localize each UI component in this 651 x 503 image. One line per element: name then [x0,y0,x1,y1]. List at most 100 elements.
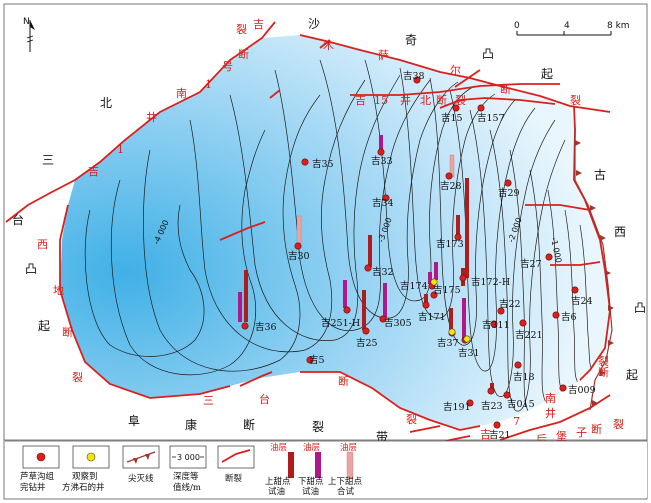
legend-upper-l1: 上甜点 [265,476,291,487]
land-label: 康 [185,417,197,432]
well-label: 吉37 [437,338,459,349]
well-marker [466,399,474,407]
well-label: 吉22 [499,299,521,310]
well-label: 吉29 [498,188,520,199]
fault-label: 裂 [236,23,247,36]
well-label: 吉30 [288,251,310,262]
land-label: 凸 [634,301,646,315]
land-label: 古 [594,167,606,182]
fault-label: 断 [62,325,73,339]
well-label: 吉21 [489,430,511,441]
well-marker [459,274,467,282]
fault-label: 15 [374,94,388,107]
land-label: 阜 [128,414,140,428]
legend-analcime-l1: 观察到 [72,471,98,482]
legend-contour-value: 3 000 [177,453,200,462]
depth-contours [84,59,595,416]
fault-label: 南 [176,87,187,100]
well-marker [454,233,462,241]
well-marker [490,320,498,328]
well-marker [571,286,579,294]
fault-label: 裂 [570,94,581,107]
fault-label: 吉 [480,428,491,441]
fault-label: 吉 [253,18,264,31]
well-marker [362,327,370,335]
legend-box-fault [217,445,255,469]
well-label: 吉305 [384,318,412,329]
legend-oil-head-1: 油层 [270,442,287,453]
well-label: 吉15 [441,113,463,124]
legend-well-l2: 完钻井 [20,482,46,493]
well-marker [364,264,372,272]
fault-label: 断 [338,374,349,388]
fault-label: 7 [513,415,520,428]
fault-label: 裂 [613,418,624,431]
legend-well-l1: 芦草沟组 [20,471,55,482]
well-label: 吉174 [400,281,428,292]
fault-label: 北 [420,94,431,107]
well-label: 吉27 [520,259,542,270]
analcime-well-marker [430,278,438,286]
well-label: 吉015 [507,399,535,410]
legend-bar-upper [288,452,294,478]
fault-label: 1 [205,78,212,91]
well-label: 吉311 [482,320,510,331]
fault-label: 井 [146,110,157,124]
fault-label: 后 [536,433,547,446]
land-labels: 沙奇凸起北三台凸起古西凸起阜康断裂带 [12,17,646,444]
well-marker [422,301,430,309]
well-label: 吉24 [571,296,593,307]
land-label: 三 [42,153,54,167]
well-marker [514,361,522,369]
legend-oil-head-2: 油层 [303,442,320,453]
fault-label: 西 [37,238,48,251]
well-label: 吉009 [568,385,596,396]
well-marker [493,421,501,429]
fault-label: 断 [598,365,609,379]
well-marker [552,311,560,319]
well-label: 吉31 [458,348,480,359]
land-label: 沙 [308,17,320,31]
land-label: 裂 [312,420,324,434]
well-marker [452,104,460,112]
well-marker [487,387,495,395]
legend-combined-l1: 上下甜点 [328,476,363,487]
scale-bar: 0 4 8 km [514,21,630,36]
well-label: 吉157 [477,113,505,124]
well-label: 吉38 [403,71,425,82]
well-label: 吉36 [255,322,277,333]
well-marker [343,306,351,314]
fault-label: 尔 [450,64,461,77]
well-label: 吉35 [312,159,334,170]
well-marker [306,356,314,364]
fault-label: 1 [117,143,124,156]
legend-fault-label: 断裂 [225,473,243,484]
fault-label: 裂 [598,355,609,368]
pinch-out-ticks [575,140,614,406]
well-label: 吉25 [356,338,378,349]
well-label: 吉172-H [471,277,510,288]
well-label: 吉33 [371,156,393,167]
legend-upper-l2: 试油 [268,486,285,497]
land-label: 起 [38,319,50,333]
fault-label: 三 [203,394,214,407]
well-marker [497,307,505,315]
fault-label: 裂 [455,94,466,107]
fault-label: 井 [400,93,411,107]
well-marker [445,172,453,180]
fault-label: 台 [259,392,270,406]
fault-label: 断 [238,47,249,61]
fault-label: 裂 [406,413,417,426]
well-marker [294,242,302,250]
land-label: 西 [614,225,626,239]
well-label: 吉251-H [321,318,360,329]
pinch-out-line [574,128,613,411]
well-marker [477,104,485,112]
well-label: 吉28 [440,181,462,192]
legend-contour-l1: 深度等 [173,471,199,482]
well-label: 吉6 [561,312,577,323]
well-marker [377,148,385,156]
